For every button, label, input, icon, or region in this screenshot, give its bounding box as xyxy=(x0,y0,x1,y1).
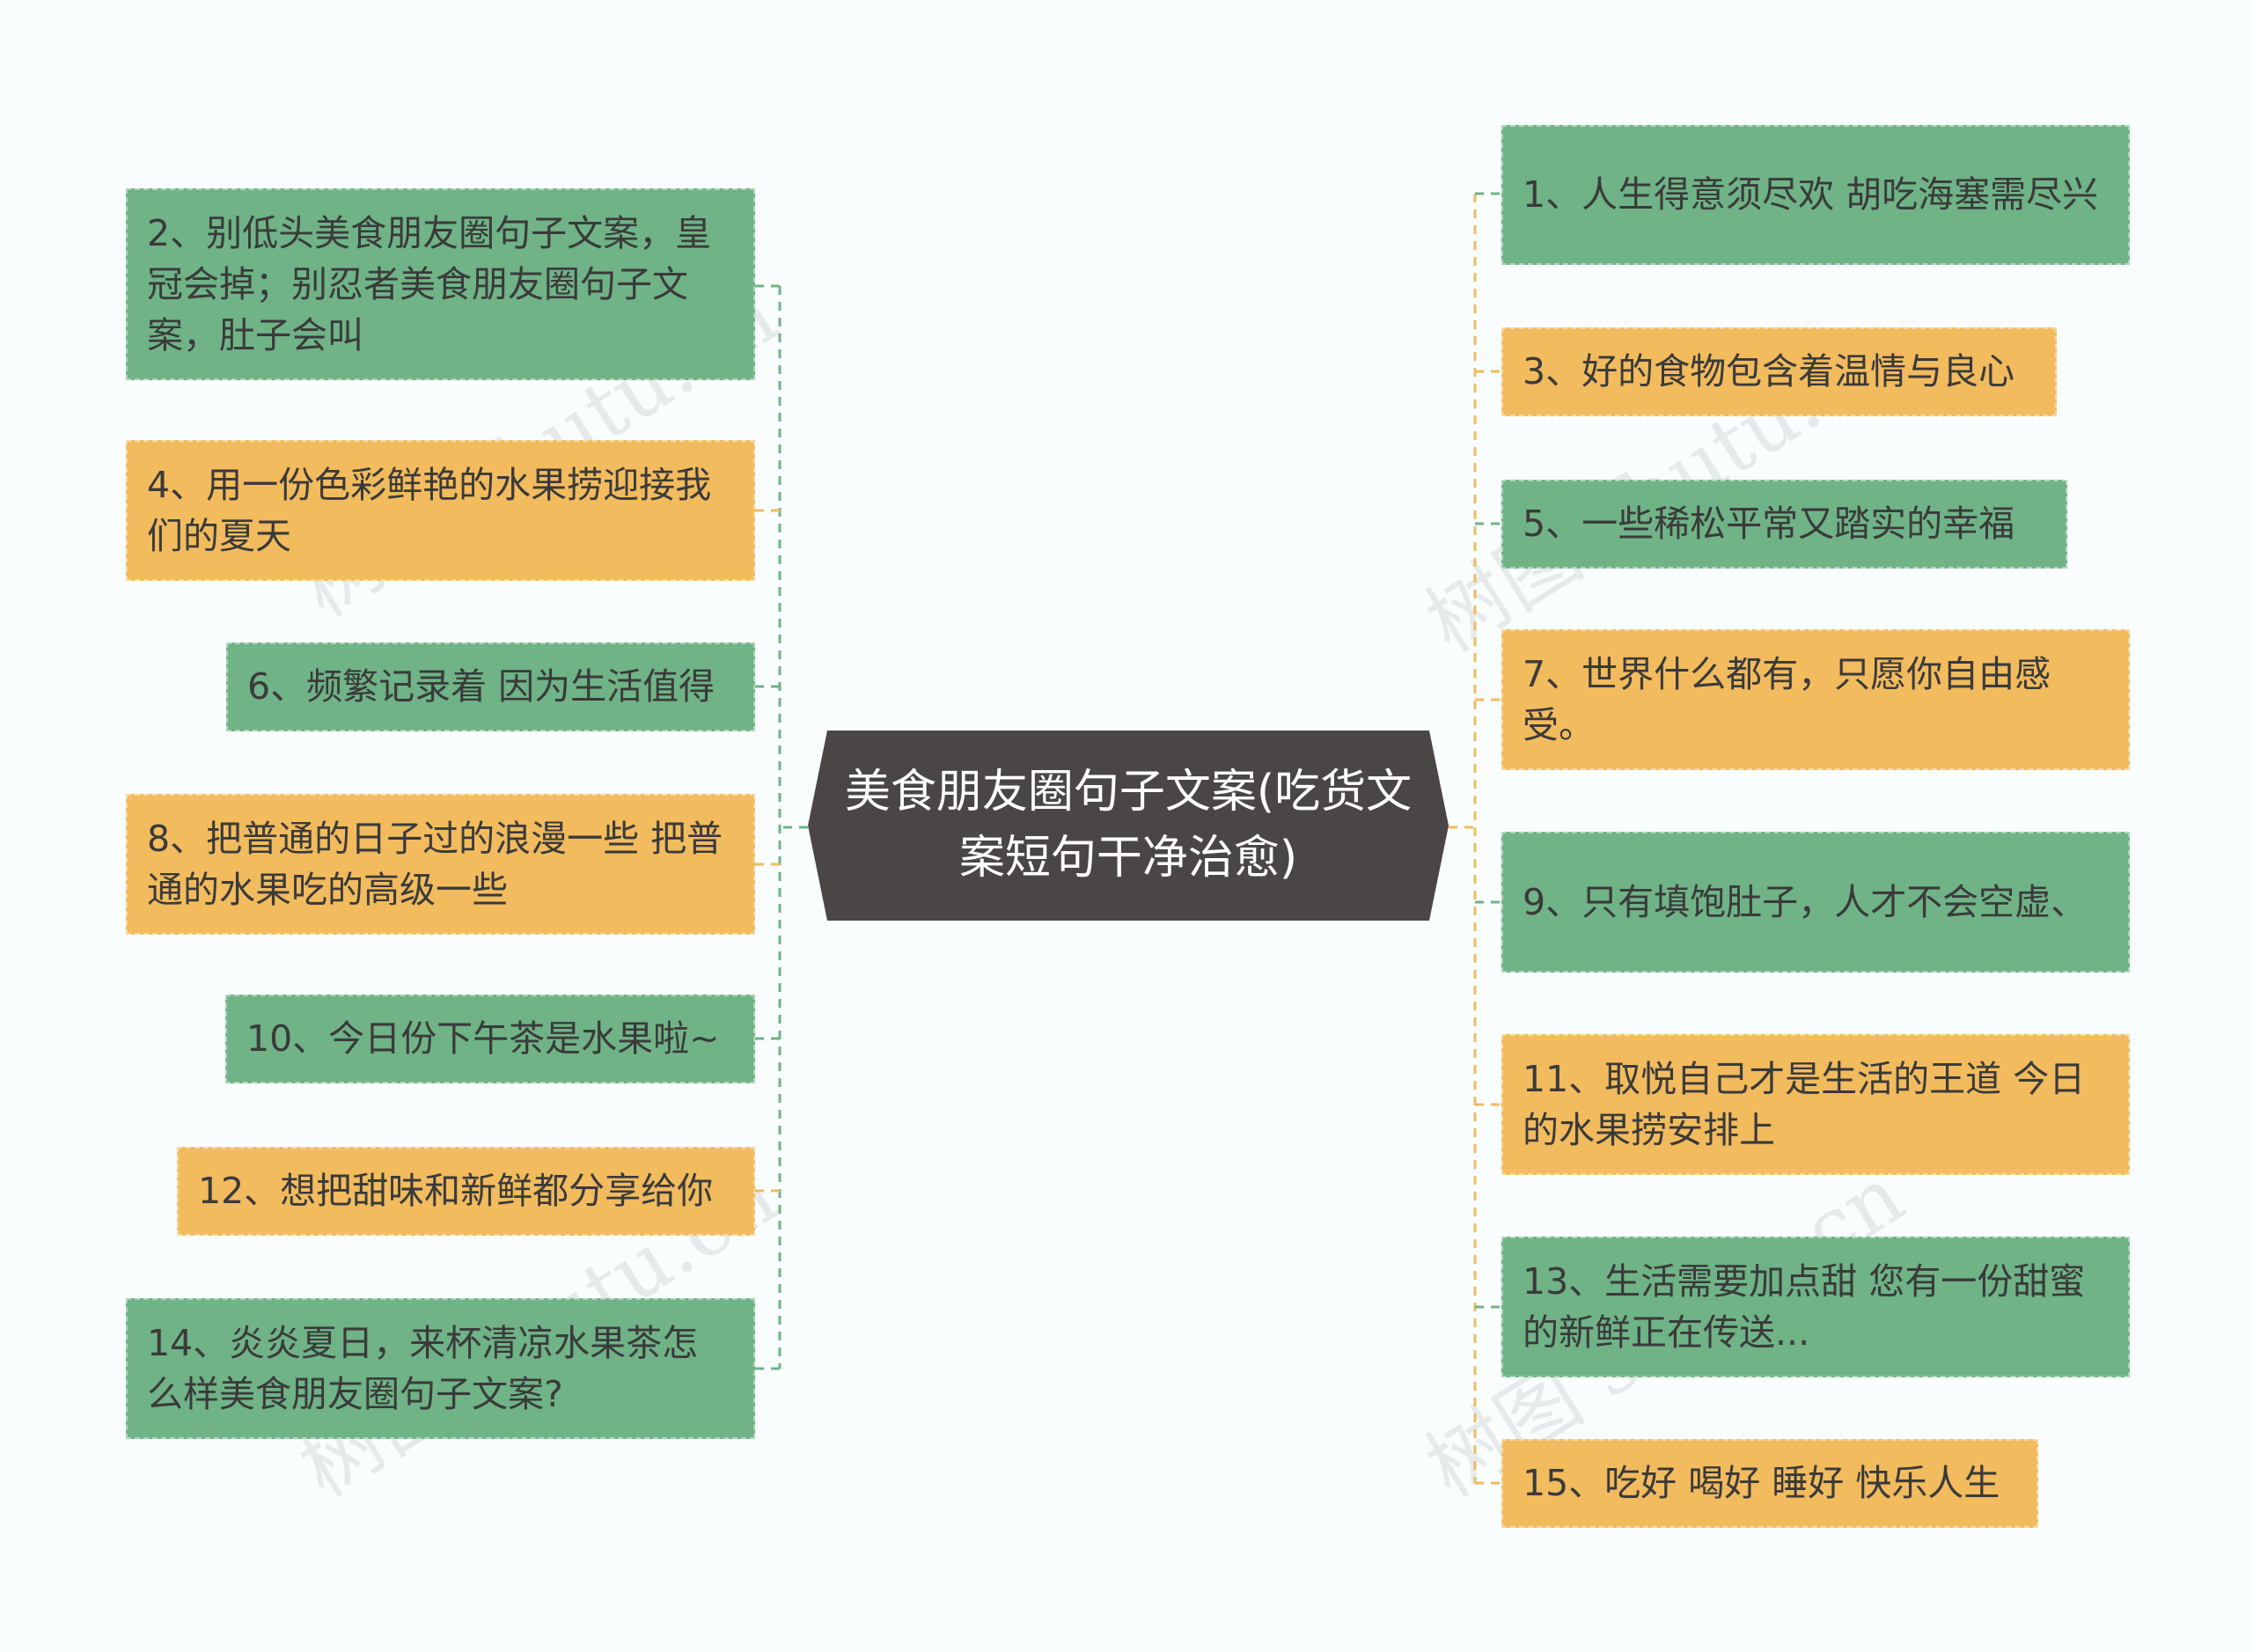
node-8[interactable]: 8、把普通的日子过的浪漫一些 把普通的水果吃的高级一些 xyxy=(126,794,755,935)
node-5[interactable]: 5、一些稀松平常又踏实的幸福 xyxy=(1501,480,2067,569)
node-3[interactable]: 3、好的食物包含着温情与良心 xyxy=(1501,327,2057,416)
node-11[interactable]: 11、取悦自己才是生活的王道 今日的水果捞安排上 xyxy=(1501,1034,2130,1175)
node-7-text: 7、世界什么都有，只愿你自由感受。 xyxy=(1523,652,2051,746)
node-3-text: 3、好的食物包含着温情与良心 xyxy=(1523,350,2015,393)
node-15-text: 15、吃好 喝好 睡好 快乐人生 xyxy=(1523,1462,2000,1505)
node-6[interactable]: 6、频繁记录着 因为生活值得 xyxy=(226,642,755,731)
root-node[interactable]: 美食朋友圈句子文案(吃货文案短句干净治愈) xyxy=(808,731,1449,921)
node-1[interactable]: 1、人生得意须尽欢 胡吃海塞需尽兴 xyxy=(1501,125,2130,265)
node-14-text: 14、炎炎夏日，来杯清凉水果茶怎么样美食朋友圈句子文案? xyxy=(147,1321,699,1415)
node-14[interactable]: 14、炎炎夏日，来杯清凉水果茶怎么样美食朋友圈句子文案? xyxy=(126,1298,755,1439)
node-9-text: 9、只有填饱肚子，人才不会空虚、 xyxy=(1523,880,2088,923)
node-13[interactable]: 13、生活需要加点甜 您有一份甜蜜的新鲜正在传送... xyxy=(1501,1237,2130,1377)
node-5-text: 5、一些稀松平常又踏实的幸福 xyxy=(1523,503,2015,546)
node-1-text: 1、人生得意须尽欢 胡吃海塞需尽兴 xyxy=(1523,173,2099,217)
node-13-text: 13、生活需要加点甜 您有一份甜蜜的新鲜正在传送... xyxy=(1523,1259,2086,1354)
node-6-text: 6、频繁记录着 因为生活值得 xyxy=(247,665,716,709)
node-12[interactable]: 12、想把甜味和新鲜都分享给你 xyxy=(177,1147,755,1236)
node-7[interactable]: 7、世界什么都有，只愿你自由感受。 xyxy=(1501,629,2130,770)
node-4[interactable]: 4、用一份色彩鲜艳的水果捞迎接我们的夏天 xyxy=(126,440,755,581)
node-10[interactable]: 10、今日份下午茶是水果啦~ xyxy=(225,995,755,1083)
node-11-text: 11、取悦自己才是生活的王道 今日的水果捞安排上 xyxy=(1523,1057,2086,1151)
node-10-text: 10、今日份下午茶是水果啦~ xyxy=(246,1017,720,1061)
node-4-text: 4、用一份色彩鲜艳的水果捞迎接我们的夏天 xyxy=(147,463,712,557)
node-8-text: 8、把普通的日子过的浪漫一些 把普通的水果吃的高级一些 xyxy=(147,817,723,911)
node-12-text: 12、想把甜味和新鲜都分享给你 xyxy=(198,1170,714,1213)
node-2[interactable]: 2、别低头美食朋友圈句子文案，皇冠会掉；别忍者美食朋友圈句子文案，肚子会叫 xyxy=(126,188,755,380)
node-15[interactable]: 15、吃好 喝好 睡好 快乐人生 xyxy=(1501,1439,2038,1528)
root-title: 美食朋友圈句子文案(吃货文案短句干净治愈) xyxy=(844,765,1413,885)
root-shape xyxy=(808,731,1449,921)
node-9[interactable]: 9、只有填饱肚子，人才不会空虚、 xyxy=(1501,832,2130,973)
node-2-text: 2、别低头美食朋友圈句子文案，皇冠会掉；别忍者美食朋友圈句子文案，肚子会叫 xyxy=(147,211,712,357)
